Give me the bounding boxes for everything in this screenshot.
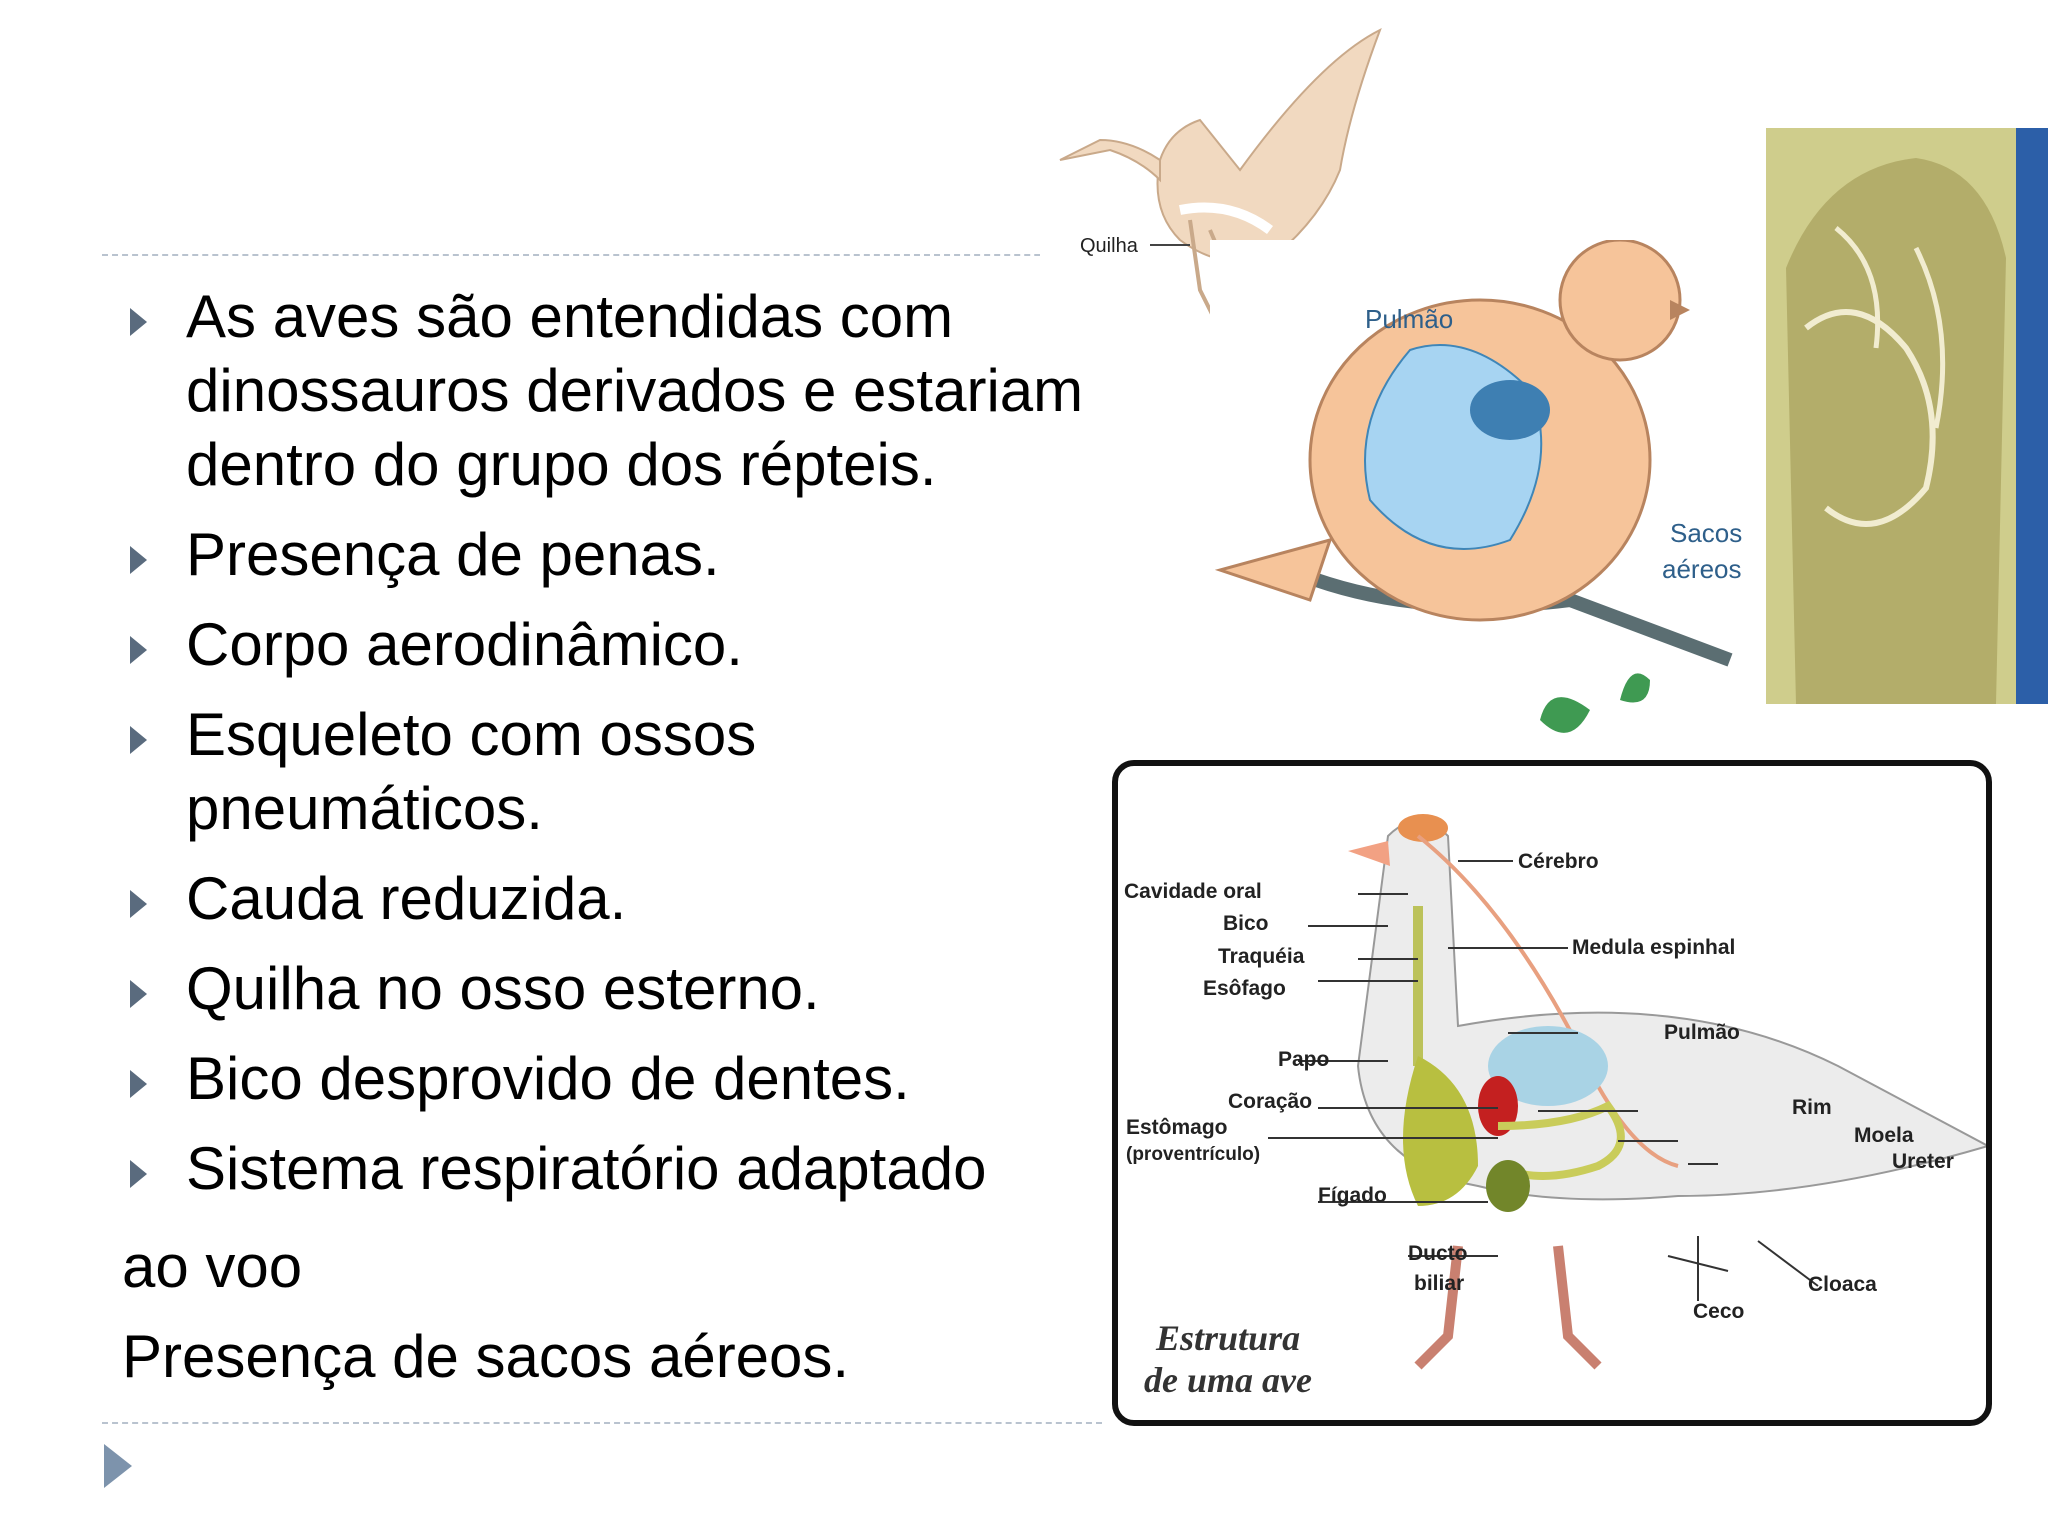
bullet-list: As aves são entendidas com dinossauros d… [120,280,1120,1222]
papo-label: Papo [1278,1048,1329,1071]
medula-label: Medula espinhal [1572,936,1735,959]
caption-line-2: de uma ave [1144,1360,1312,1400]
pulmao-anatomy-label: Pulmão [1664,1021,1740,1044]
ducto-label: Ducto [1408,1242,1468,1265]
bullet-text: Cauda reduzida. [186,865,627,932]
quilha-label: Quilha [1080,235,1139,257]
biliar-label: biliar [1414,1272,1464,1295]
pneumatic-bone-photo [1766,128,2048,704]
moela-label: Moela [1854,1124,1914,1147]
skeleton-illustration: Quilha [1059,27,1382,332]
bullet-icon [130,1160,147,1188]
bird-lungs-figure: Pulmão Sacos aéreos [1210,240,1770,760]
continuation-text: ao voo [122,1233,303,1300]
traqueia-label: Traquéia [1218,945,1305,968]
bullet-icon [130,636,147,664]
top-rule [102,254,1762,256]
bullet-text: Quilha no osso esterno. [186,955,820,1022]
bullet-item: Bico desprovido de dentes. [120,1042,1120,1116]
bullet-text: Bico desprovido de dentes. [186,1045,910,1112]
estomago-label: Estômago [1126,1116,1228,1139]
bullet-item: Corpo aerodinâmico. [120,608,1120,682]
pulmao-label: Pulmão [1365,304,1453,334]
ureter-label: Ureter [1892,1150,1954,1173]
bullet-icon [130,308,147,336]
bullet-text: Sistema respiratório adaptado [186,1135,987,1202]
aereos-label: aéreos [1662,554,1742,584]
sacos-label: Sacos [1670,518,1742,548]
bullet-item: Quilha no osso esterno. [120,952,1120,1026]
anatomy-illustration: Cérebro Cavidade oral Bico Traquéia Esôf… [1124,814,1986,1400]
bullet-item: Presença de penas. [120,518,1120,592]
figado-label: Fígado [1318,1184,1387,1207]
proventriculo-label: (proventrículo) [1126,1144,1260,1165]
rim-label: Rim [1792,1096,1832,1119]
bullet-item: As aves são entendidas com dinossauros d… [120,280,1120,502]
bullet-item: Cauda reduzida. [120,862,1120,936]
esofago-label: Esôfago [1203,977,1286,1000]
cerebro-label: Cérebro [1518,850,1599,873]
lung-illustration: Pulmão Sacos aéreos [1214,240,1742,733]
cloaca-label: Cloaca [1808,1273,1877,1296]
bullet-icon [130,726,147,754]
bico-label: Bico [1223,912,1269,935]
air-sacs-text: Presença de sacos aéreos. [122,1323,850,1390]
bullet-text: Presença de penas. [186,521,720,588]
bullet-item: Sistema respiratório adaptado [120,1132,1120,1206]
bullet-text: Esqueleto com ossos pneumáticos. [186,701,757,842]
bottom-rule [102,1422,1102,1424]
bullet-icon [130,890,147,918]
bird-anatomy-figure: Cérebro Cavidade oral Bico Traquéia Esôf… [1112,760,1992,1426]
bullet-icon [130,546,147,574]
ceco-label: Ceco [1693,1300,1744,1323]
bullet-text: Corpo aerodinâmico. [186,611,743,678]
cavidade-oral-label: Cavidade oral [1124,880,1262,903]
caption-line-1: Estrutura [1155,1318,1300,1358]
bullet-icon [130,980,147,1008]
next-slide-icon [104,1444,132,1488]
bone-texture [1766,128,2048,704]
bullet-item: Esqueleto com ossos pneumáticos. [120,698,886,846]
bullet-icon [130,1070,147,1098]
bullet-text: As aves são entendidas com dinossauros d… [186,283,1084,498]
coracao-label: Coração [1228,1090,1312,1113]
